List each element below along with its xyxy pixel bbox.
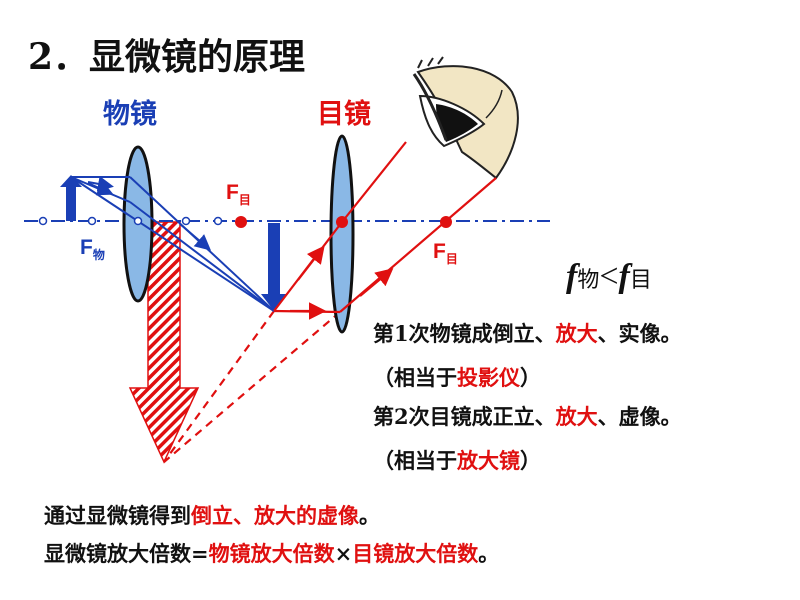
real-image-arrow — [261, 223, 287, 311]
text-line-magnification-formula: 显微镜放大倍数=物镜放大倍数×目镜放大倍数。 — [44, 541, 500, 566]
page-title: 2．显微镜的原理 — [28, 36, 306, 78]
eyepiece-rays — [273, 141, 497, 320]
virtual-rays — [163, 310, 341, 463]
eye-illustration — [412, 56, 519, 180]
objective-lens-label: 物镜 — [103, 99, 157, 130]
text-line-result: 通过显微镜得到倒立、放大的虚像。 — [44, 503, 380, 528]
eyepiece-focus-label-right: F目 — [433, 240, 458, 266]
eyepiece-focus-label-left: F目 — [226, 181, 251, 207]
text-line-projector: （相当于投影仪） — [373, 365, 541, 390]
text-line-objective-image: 第1次物镜成倒立、放大、实像。 — [373, 321, 682, 346]
eyepiece-lens — [329, 134, 355, 334]
text-line-eyepiece-image: 第2次目镜成正立、放大、虚像。 — [373, 404, 682, 429]
object-arrow — [60, 175, 82, 221]
text-line-magnifier: （相当于放大镜） — [373, 448, 541, 473]
objective-rays — [70, 175, 275, 312]
focal-points — [38, 216, 452, 228]
eyepiece-lens-label: 目镜 — [317, 99, 371, 130]
objective-focus-label: F物 — [80, 236, 105, 262]
focal-length-comparison: f物<f目 — [566, 258, 652, 295]
